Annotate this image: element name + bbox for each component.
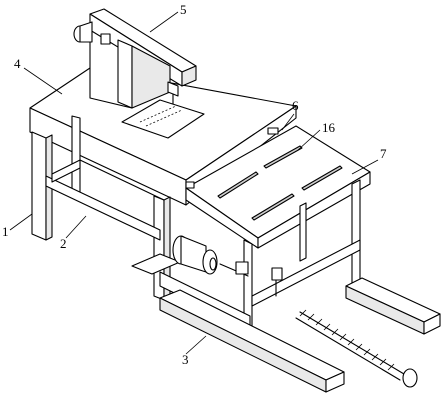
- motor-assembly: [172, 235, 283, 297]
- lead-screw: [295, 309, 418, 388]
- workpiece-plate: [121, 99, 205, 139]
- laser-head: [73, 8, 197, 109]
- rails: [131, 253, 441, 393]
- label-6: 6: [292, 98, 299, 113]
- label-16: 16: [322, 120, 336, 135]
- clip-marker-lower: [185, 181, 195, 189]
- label-5: 5: [180, 2, 187, 17]
- label-1: 1: [2, 224, 9, 239]
- label-4: 4: [14, 56, 21, 71]
- leader-lines: [9, 11, 379, 355]
- slots: [217, 145, 343, 221]
- clip-marker-6: [267, 127, 279, 135]
- lower-crossbar: [45, 159, 165, 241]
- label-2: 2: [60, 236, 67, 251]
- label-3: 3: [182, 352, 189, 367]
- label-7: 7: [380, 146, 387, 161]
